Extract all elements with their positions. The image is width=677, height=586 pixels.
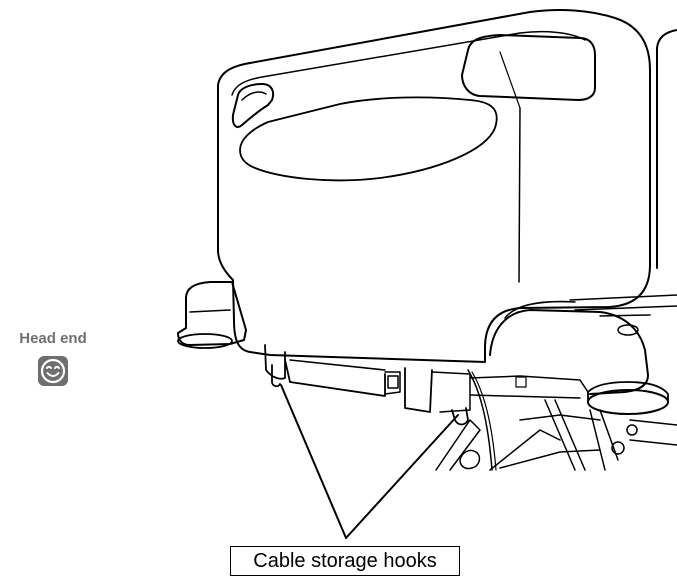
side-rail	[489, 294, 677, 395]
callout-leader-lines	[280, 384, 459, 539]
under-bed-frame	[264, 344, 589, 471]
headboard-panel	[217, 9, 677, 363]
head-end-label: Head end	[19, 330, 87, 347]
cable-storage-hooks-callout: Cable storage hooks	[230, 546, 460, 576]
lower-mechanism	[435, 399, 677, 471]
left-foot-bumper	[177, 281, 247, 349]
smiling-face-icon	[38, 356, 68, 386]
right-foot-bumper	[587, 381, 669, 415]
